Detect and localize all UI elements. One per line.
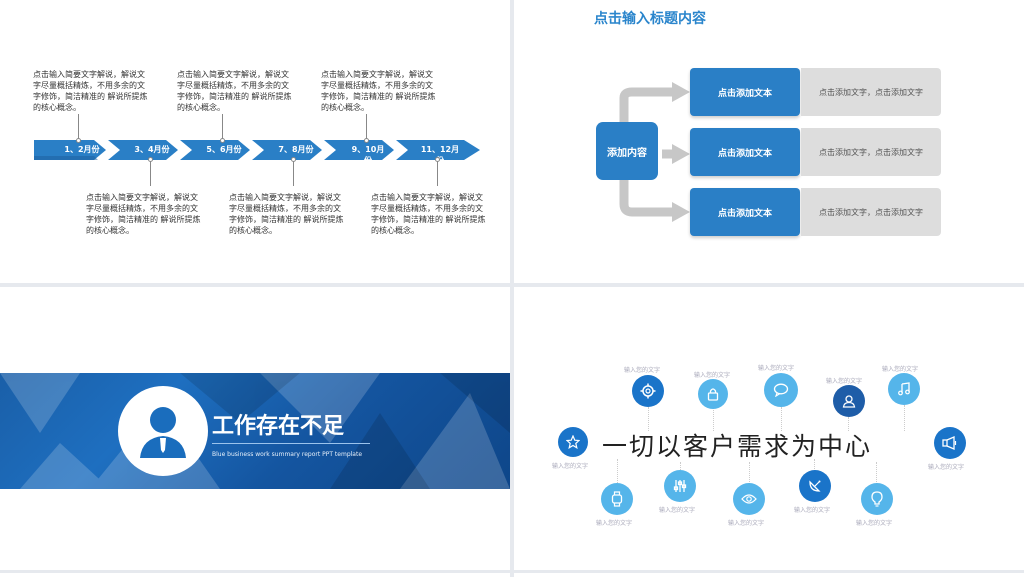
row-text-1[interactable]: 点击添加文字，点击添加文字 (801, 68, 941, 116)
icon-label: 输入您的文字 (928, 464, 965, 471)
poly-pattern (0, 373, 510, 489)
icon-label: 输入您的文字 (826, 378, 863, 385)
user-icon (140, 407, 186, 458)
slide-title: 点击输入标题内容 (594, 11, 706, 27)
icon-label: 输入您的文字 (794, 507, 831, 514)
music-icon[interactable] (888, 373, 920, 405)
sliders-icon[interactable] (664, 470, 696, 502)
connector-1 (78, 114, 79, 140)
dotted-line (648, 407, 649, 431)
next-slide-strip-left (0, 573, 510, 577)
connector-2 (150, 160, 151, 186)
dotted-line (814, 459, 815, 477)
connector-3 (222, 114, 223, 140)
dotted-line (781, 407, 782, 431)
timeline-text-2: 点击输入简要文字解说，解说文字尽量概括精炼，不用多余的文字修饰，简洁精准的 解说… (86, 193, 201, 235)
connector-dot (435, 157, 440, 162)
timeline-text-3: 点击输入简要文字解说，解说文字尽量概括精炼，不用多余的文字修饰，简洁精准的 解说… (177, 70, 292, 112)
icon-label: 输入您的文字 (728, 520, 765, 527)
megaphone-icon[interactable] (934, 427, 966, 459)
connector-dot (364, 138, 369, 143)
dotted-line (617, 459, 618, 483)
icon-label: 输入您的文字 (552, 463, 589, 470)
eye-icon[interactable] (733, 483, 765, 515)
bulb-icon[interactable] (861, 483, 893, 515)
slide-icon-cloud[interactable]: 一切以客户需求为中心 输入您的文字 输入您的文字 输入您的文字 输入您的文字 (514, 287, 1024, 570)
connector-dot (148, 157, 153, 162)
satellite-icon[interactable] (799, 470, 831, 502)
period-4: 7、8月份 (278, 145, 314, 154)
connector-4 (293, 160, 294, 186)
icon-label: 输入您的文字 (882, 366, 919, 373)
period-3: 5、6月份 (206, 145, 242, 154)
icon-label: 输入您的文字 (694, 372, 731, 379)
timeline-text-5: 点击输入简要文字解说，解说文字尽量概括精炼，不用多余的文字修饰，简洁精准的 解说… (321, 70, 436, 112)
row-button-2[interactable]: 点击添加文本 (690, 128, 800, 176)
slide-branch-diagram[interactable]: 点击输入标题内容 添加内容 点击添加文本 点击添加文字，点击添加文字 点击添加文… (514, 0, 1024, 283)
dotted-line (749, 462, 750, 484)
icon-label: 输入您的文字 (624, 367, 661, 374)
dotted-line (876, 462, 877, 484)
lock-icon[interactable] (698, 379, 728, 409)
gear-icon[interactable] (632, 375, 664, 407)
connector-dot (76, 138, 81, 143)
title-underline (212, 443, 370, 444)
section-title: 工作存在不足 (212, 414, 345, 439)
next-slide-strip-right (514, 573, 1024, 577)
watch-icon[interactable] (601, 483, 633, 515)
connector-5 (366, 114, 367, 140)
star-icon[interactable] (558, 427, 588, 457)
row-text-2[interactable]: 点击添加文字，点击添加文字 (801, 128, 941, 176)
center-title: 一切以客户需求为中心 (602, 432, 873, 461)
avatar (118, 386, 208, 476)
icon-label: 输入您的文字 (758, 365, 795, 372)
timeline-text-1: 点击输入简要文字解说，解说文字尽量概括精炼，不用多余的文字修饰，简洁精准的 解说… (33, 70, 148, 112)
chat-icon[interactable] (764, 373, 798, 407)
dotted-line (848, 417, 849, 431)
icon-label: 输入您的文字 (596, 520, 633, 527)
dotted-line (713, 407, 714, 431)
row-button-3[interactable]: 点击添加文本 (690, 188, 800, 236)
slide-section-header[interactable]: 工作存在不足 Blue business work summary report… (0, 287, 510, 570)
timeline-arrow (34, 140, 480, 160)
row-text-3[interactable]: 点击添加文字，点击添加文字 (801, 188, 941, 236)
period-5: 9、10月份 (351, 145, 385, 165)
center-box[interactable]: 添加内容 (596, 122, 658, 180)
user-icon[interactable] (833, 385, 865, 417)
section-subtitle: Blue business work summary report PPT te… (212, 451, 363, 458)
period-2: 3、4月份 (134, 145, 170, 154)
dotted-line (904, 405, 905, 431)
icon-label: 输入您的文字 (856, 520, 893, 527)
branch-arrows (619, 82, 690, 222)
period-6: 11、12月份 (420, 145, 460, 165)
row-button-1[interactable]: 点击添加文本 (690, 68, 800, 116)
period-1: 1、2月份 (64, 145, 100, 154)
connector-dot (220, 138, 225, 143)
blue-band: 工作存在不足 Blue business work summary report… (0, 373, 510, 489)
connector-6 (437, 160, 438, 186)
icon-label: 输入您的文字 (659, 507, 696, 514)
connector-dot (291, 157, 296, 162)
timeline-text-6: 点击输入简要文字解说，解说文字尽量概括精炼，不用多余的文字修饰，简洁精准的 解说… (371, 193, 486, 235)
slide-timeline[interactable]: 点击输入简要文字解说，解说文字尽量概括精炼，不用多余的文字修饰，简洁精准的 解说… (0, 0, 510, 283)
timeline-text-4: 点击输入简要文字解说，解说文字尽量概括精炼，不用多余的文字修饰，简洁精准的 解说… (229, 193, 344, 235)
